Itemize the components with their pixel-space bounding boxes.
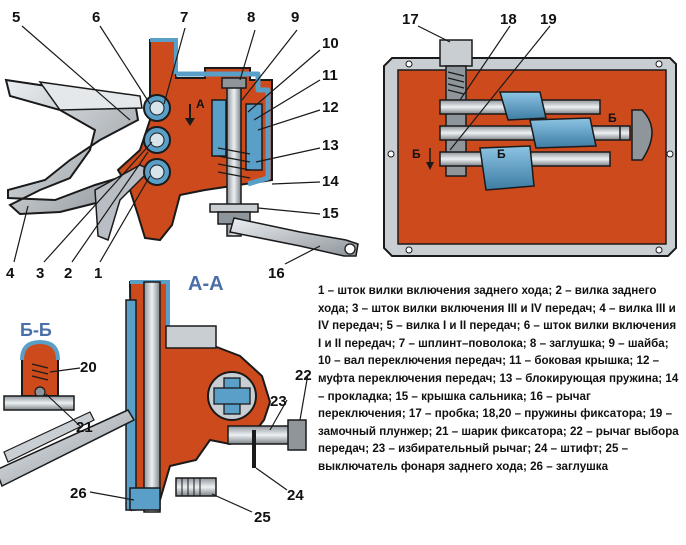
rod-circles: [143, 94, 171, 186]
fork-2: [94, 164, 152, 242]
callout-7: 7: [180, 9, 188, 26]
legend-item: 4 – вилка III и IV передач;: [318, 301, 676, 333]
callout-3: 3: [36, 265, 44, 282]
legend-item: 24 – штифт;: [534, 442, 603, 456]
callout-26: 26: [70, 485, 87, 502]
mark-a: А: [196, 97, 205, 111]
callout-8: 8: [247, 9, 255, 26]
legend-item: 11 – боковая крышка;: [509, 354, 634, 368]
side-cover-11: [176, 71, 271, 187]
selector-lever-23: [227, 425, 291, 445]
callout-4: 4: [6, 265, 15, 282]
callout-19: 19: [540, 11, 557, 28]
callout-23: 23: [270, 393, 287, 410]
parts-legend: 1 – шток вилки включения заднего хода; 2…: [318, 282, 680, 476]
callout-9: 9: [291, 9, 299, 26]
rod-lower-v1: [143, 281, 161, 513]
spring-13: [217, 147, 251, 179]
legend-item: 9 – шайба;: [608, 336, 669, 350]
callout-17: 17: [402, 11, 419, 28]
legend-item: 10 – вал переключения передач;: [318, 354, 506, 368]
mark-b-1: Б: [412, 147, 421, 161]
mark-b-2: Б: [497, 147, 506, 161]
callout-10: 10: [322, 35, 339, 52]
view-top-right: Б Б Б: [383, 39, 677, 257]
rod-bb: [3, 395, 75, 411]
legend-item: 5 – вилка I и II передач;: [386, 319, 521, 333]
section-title-aa: А-А: [188, 273, 224, 295]
section-title-bb: Б-Б: [20, 320, 52, 340]
gear-lever-22: [287, 419, 307, 451]
callout-numbers: 5 6 7 8 9 10 11 12 13 14 15 16 4 3 2 1 1…: [6, 9, 557, 526]
fork-5: [38, 81, 143, 111]
legend-item: 22 – рычаг выбора передач;: [318, 424, 679, 456]
rod-lower-v2: [125, 299, 137, 511]
mark-b-3: Б: [608, 111, 617, 125]
plug-17: [439, 39, 473, 67]
detent-spring-18: [447, 71, 465, 95]
legend-item: 6 – шток вилки включения I и II передач;: [318, 319, 677, 350]
plug-26: [129, 487, 161, 511]
legend-item: 7 – шплинт–поволока;: [398, 336, 527, 350]
callout-5: 5: [12, 9, 20, 26]
legend-item: 18,20 – пружины фиксатора;: [482, 407, 647, 421]
detent-spring-20: [31, 363, 49, 381]
callout-25: 25: [254, 509, 271, 526]
plug-8: [221, 77, 247, 89]
legend-item: 23 – избирательный рычаг;: [372, 442, 532, 456]
view-aa: А: [4, 38, 359, 257]
fork-top-b: [529, 117, 597, 149]
callout-12: 12: [322, 99, 339, 116]
gland-cover-15: [209, 203, 259, 213]
callout-2: 2: [64, 265, 72, 282]
legend-item: 15 – крышка сальника;: [395, 389, 527, 403]
lever-16: [229, 217, 359, 257]
callout-16: 16: [268, 265, 285, 282]
legend-item: 25 – выключатель фонаря заднего хода;: [318, 442, 629, 473]
callout-14: 14: [322, 173, 339, 190]
legend-item: 17 – пробка;: [408, 407, 480, 421]
callout-15: 15: [322, 205, 339, 222]
fork-top-a: [499, 91, 547, 121]
callout-21: 21: [76, 419, 93, 436]
view-lower: [0, 280, 307, 513]
legend-item: 19 – замочный плунжер;: [318, 407, 673, 438]
leader-lines: [13, 25, 551, 513]
legend-item: 8 – заглушка;: [529, 336, 606, 350]
legend-item: 13 – блокирующая пружина;: [499, 371, 663, 385]
callout-22: 22: [295, 367, 312, 384]
callout-11: 11: [322, 67, 338, 84]
legend-item: 16 – рычаг переключения;: [318, 389, 591, 421]
callout-13: 13: [322, 137, 339, 154]
fork-top-c: [479, 145, 535, 191]
callout-6: 6: [92, 9, 100, 26]
legend-item: 26 – заглушка: [530, 459, 609, 473]
legend-item: 14 – прокладка;: [318, 371, 679, 403]
callout-1: 1: [94, 265, 102, 282]
legend-item: 3 – шток вилки включения III и IV переда…: [352, 301, 597, 315]
legend-item: 21 – шарик фиксатора;: [435, 424, 567, 438]
legend-item: 2 – вилка заднего хода;: [318, 284, 657, 315]
coupling-12: [245, 103, 263, 171]
callout-24: 24: [287, 487, 304, 504]
legend-item: 12 – муфта переключения передач;: [318, 354, 660, 385]
legend-item: 1 – шток вилки включения заднего хода;: [318, 284, 553, 297]
lever-diag: [0, 409, 136, 488]
view-bb: [3, 339, 75, 411]
switch-25: [175, 477, 217, 497]
pin-24: [252, 430, 256, 468]
callout-20: 20: [80, 359, 97, 376]
callout-18: 18: [500, 11, 517, 28]
